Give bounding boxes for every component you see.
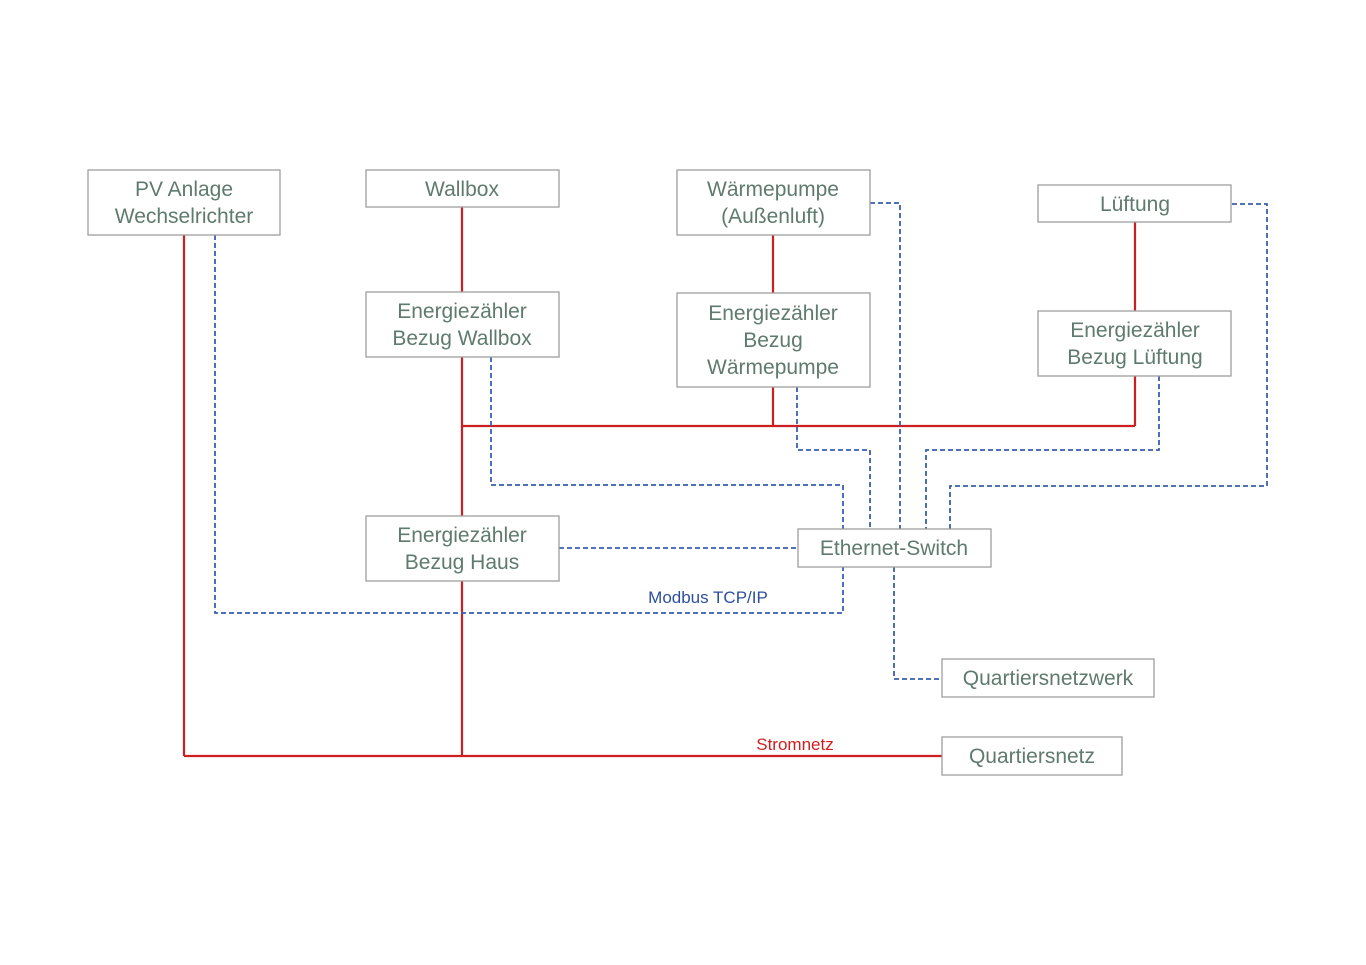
data-line-pv-switch (214, 235, 844, 614)
heatpump-line-1: Wärmepumpe (707, 178, 839, 201)
district-grid-label: Quartiersnetz (969, 745, 1095, 768)
meter-house-line-1: Energiezähler (397, 524, 527, 547)
ethernet-switch-box: Ethernet-Switch (797, 528, 992, 568)
district-grid-box: Quartiersnetz (941, 736, 1123, 776)
meter-wallbox-line-2: Bezug Wallbox (392, 327, 532, 350)
pv-line-1: PV Anlage (135, 178, 233, 201)
ventilation-box: Lüftung (1037, 184, 1232, 223)
power-lines (182, 207, 1137, 758)
pv-inverter-box: PV Anlage Wechselrichter (87, 169, 281, 236)
data-line-meter-heatpump-switch (796, 387, 871, 529)
ventilation-label: Lüftung (1100, 193, 1170, 216)
data-line-heatpump-switch (870, 202, 901, 529)
meter-wallbox-line-1: Energiezähler (397, 300, 527, 323)
ethernet-switch-label: Ethernet-Switch (820, 537, 968, 560)
meter-house-line-2: Bezug Haus (405, 551, 519, 574)
wallbox-box: Wallbox (365, 169, 560, 208)
data-lines (214, 202, 1268, 680)
heatpump-box: Wärmepumpe (Außenluft) (676, 169, 871, 236)
data-line-ventilation-switch (949, 203, 1268, 529)
meter-ventilation-line-1: Energiezähler (1070, 319, 1200, 342)
data-line-meter-ventilation-switch (925, 376, 1160, 529)
meter-ventilation-box: Energiezähler Bezug Lüftung (1037, 310, 1232, 377)
district-network-label: Quartiersnetzwerk (963, 667, 1134, 690)
meter-heatpump-line-2: Bezug (743, 329, 803, 352)
meter-house-box: Energiezähler Bezug Haus (365, 515, 560, 582)
grid-label: Stromnetz (756, 735, 833, 754)
meter-heatpump-line-3: Wärmepumpe (707, 356, 839, 379)
district-network-box: Quartiersnetzwerk (941, 658, 1155, 698)
data-line-meter-wallbox-switch (490, 357, 844, 529)
meter-heatpump-box: Energiezähler Bezug Wärmepumpe (676, 292, 871, 388)
pv-line-2: Wechselrichter (115, 205, 254, 228)
wallbox-label: Wallbox (425, 178, 499, 201)
meter-ventilation-line-2: Bezug Lüftung (1067, 346, 1202, 369)
modbus-label: Modbus TCP/IP (648, 588, 768, 607)
heatpump-line-2: (Außenluft) (721, 205, 825, 228)
meter-heatpump-line-1: Energiezähler (708, 302, 838, 325)
data-line-switch-district-network (893, 567, 942, 680)
meter-wallbox-box: Energiezähler Bezug Wallbox (365, 291, 560, 358)
